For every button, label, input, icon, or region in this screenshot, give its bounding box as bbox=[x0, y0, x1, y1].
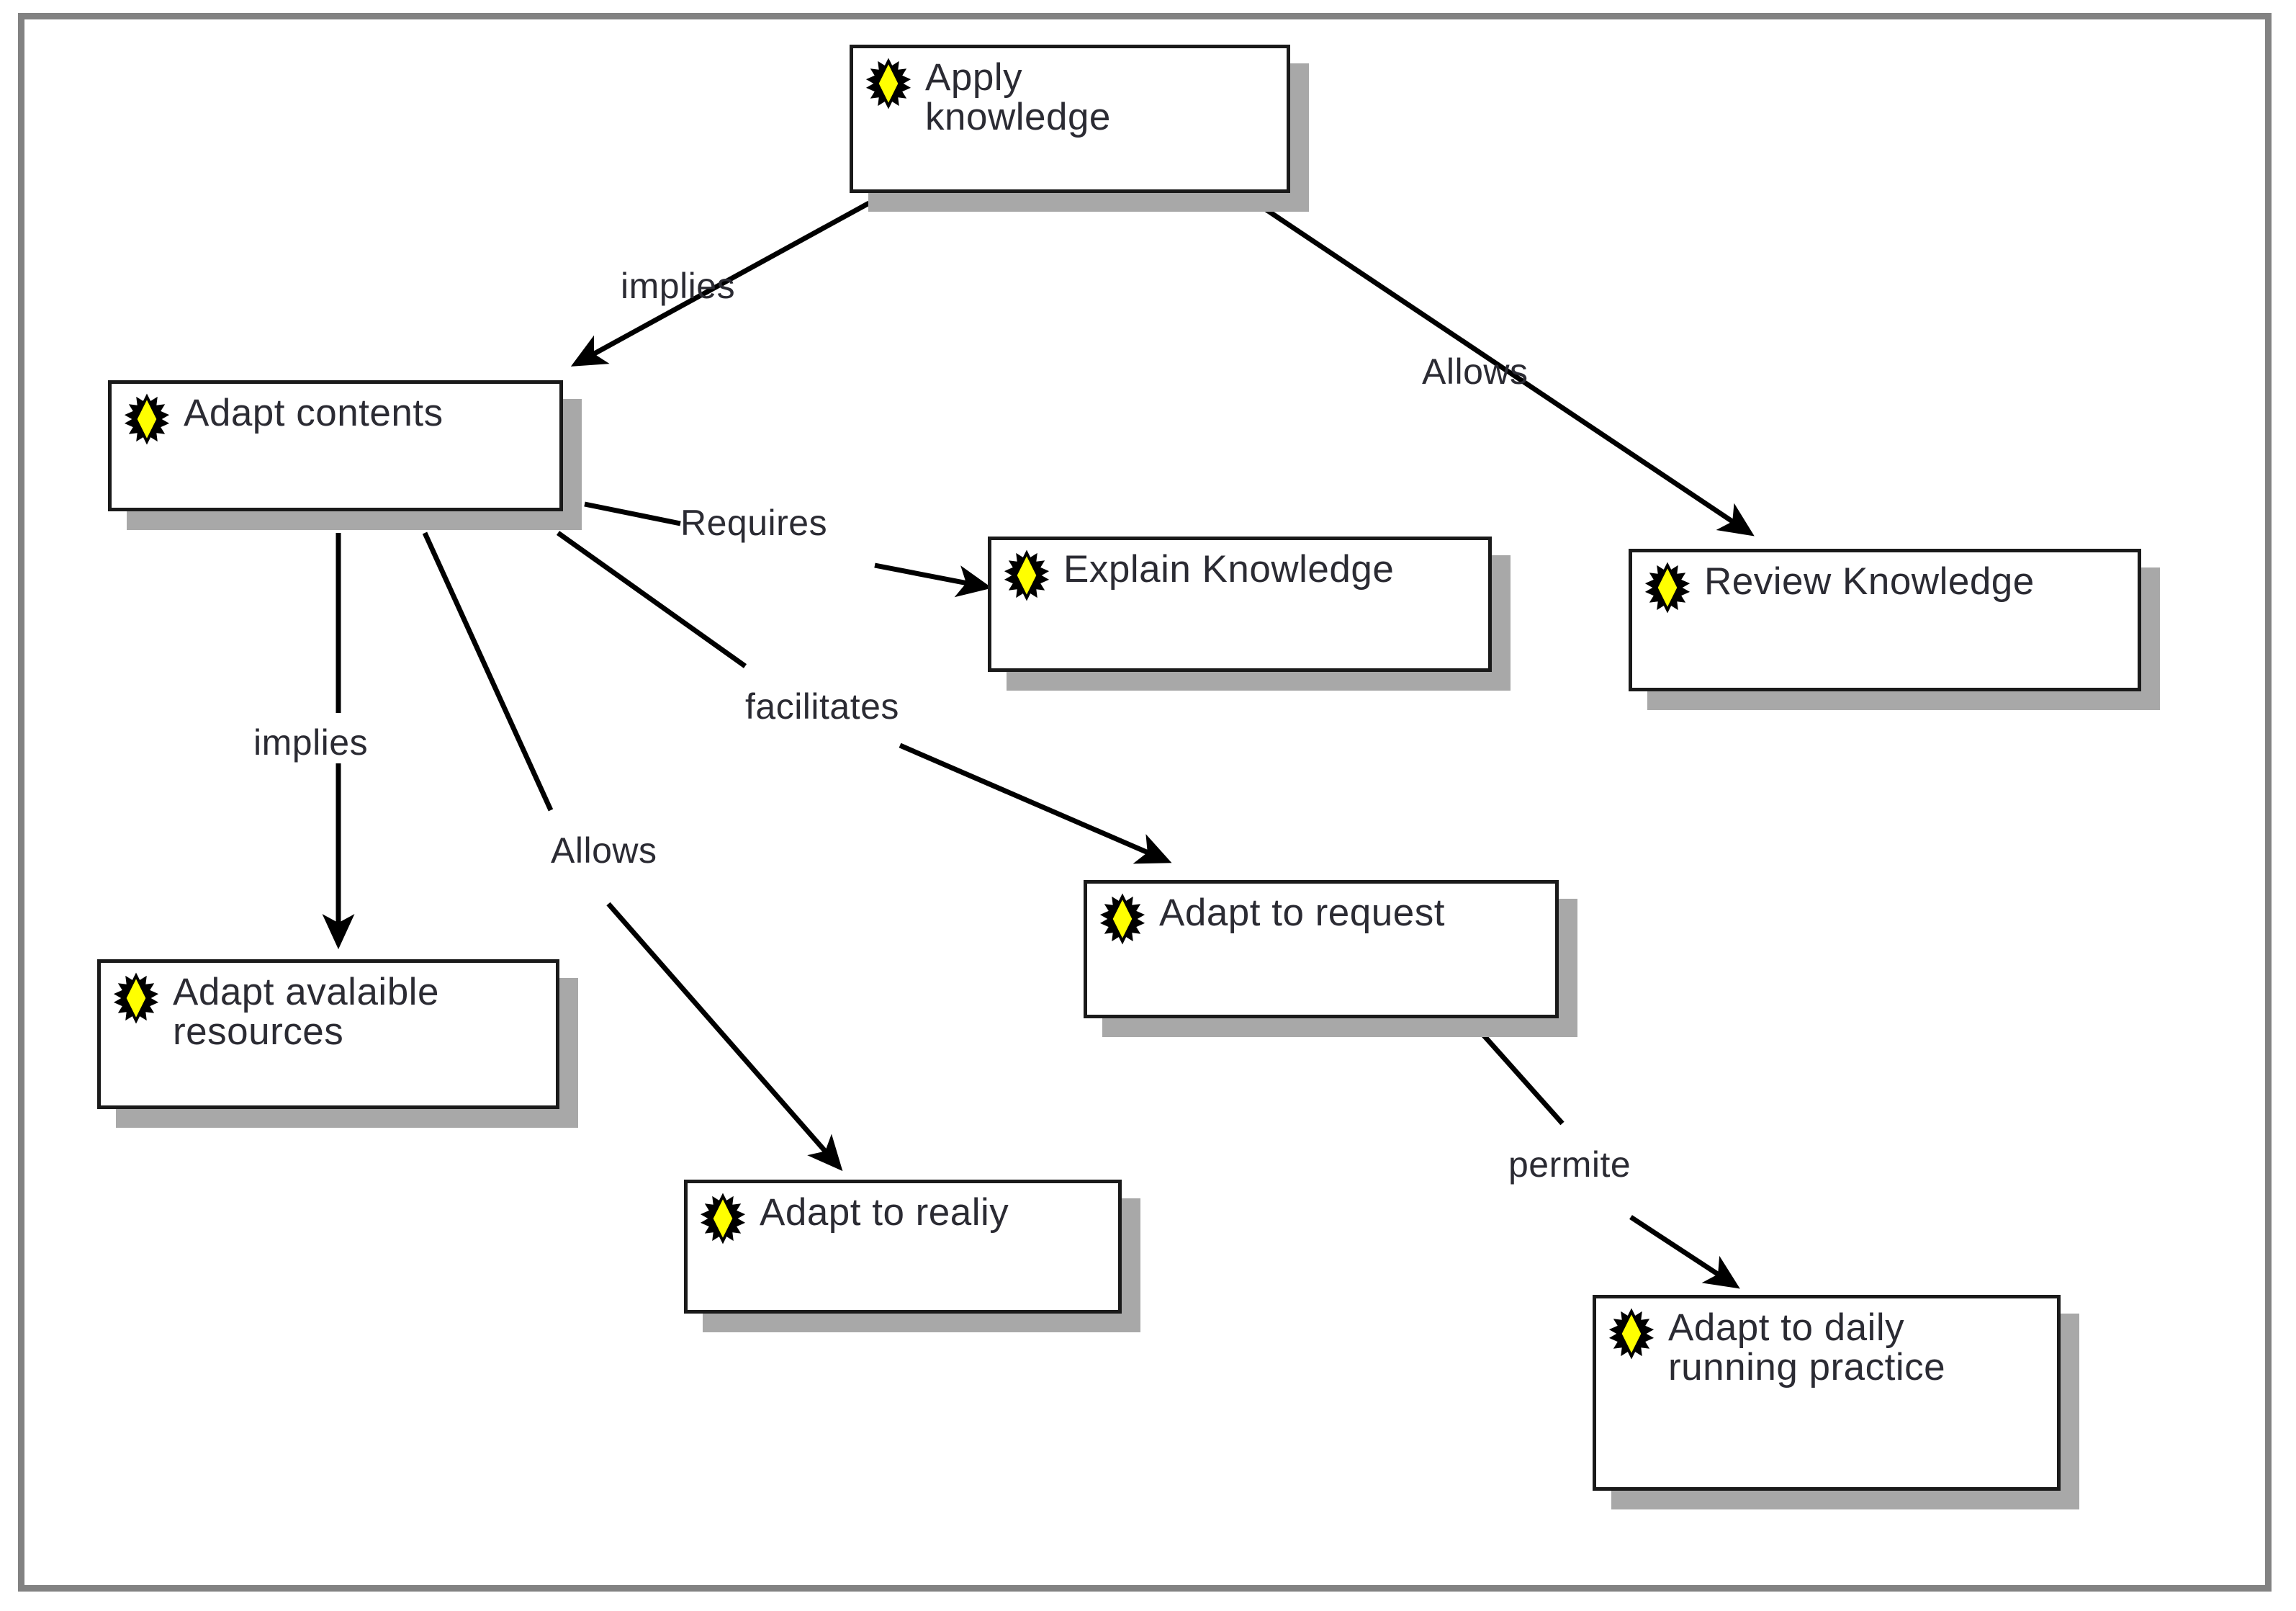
edge-label-allows-adapt-to-reality: Allows bbox=[551, 830, 657, 871]
node-apply-knowledge[interactable]: Apply knowledge bbox=[850, 45, 1290, 193]
edge-label-implies-adapt-contents: implies bbox=[621, 266, 736, 306]
edge-label-allows-review-knowledge: Allows bbox=[1422, 351, 1529, 392]
node-adapt-to-daily-running-practice-label: Adapt to daily running practice bbox=[1668, 1306, 1946, 1388]
yellow-starburst-icon bbox=[1099, 893, 1145, 945]
node-explain-knowledge-content: Explain Knowledge bbox=[1000, 547, 1478, 602]
edge-label-permite-adapt-daily: permite bbox=[1508, 1144, 1631, 1185]
node-explain-knowledge-label: Explain Knowledge bbox=[1063, 548, 1395, 591]
yellow-starburst-icon bbox=[1004, 549, 1050, 601]
yellow-starburst-icon bbox=[1608, 1308, 1655, 1360]
node-adapt-to-reality-content: Adapt to realiy bbox=[696, 1190, 1108, 1245]
node-adapt-to-daily-running-practice-content: Adapt to daily running practice bbox=[1605, 1306, 2047, 1387]
node-review-knowledge-content: Review Knowledge bbox=[1641, 560, 2128, 614]
node-adapt-contents-label: Adapt contents bbox=[184, 392, 444, 434]
yellow-starburst-icon bbox=[113, 972, 159, 1024]
node-adapt-avalaible-resources[interactable]: Adapt avalaible resources bbox=[97, 959, 559, 1109]
edge-label-implies-adapt-resources: implies bbox=[253, 722, 369, 763]
node-adapt-to-reality-label: Adapt to realiy bbox=[760, 1191, 1009, 1234]
node-adapt-to-reality[interactable]: Adapt to realiy bbox=[684, 1180, 1122, 1314]
node-apply-knowledge-content: Apply knowledge bbox=[862, 55, 1277, 137]
node-adapt-avalaible-resources-label: Adapt avalaible resources bbox=[173, 971, 439, 1053]
node-explain-knowledge[interactable]: Explain Knowledge bbox=[988, 537, 1492, 672]
edge-label-requires-explain-knowledge: Requires bbox=[680, 503, 828, 543]
node-adapt-to-request-label: Adapt to request bbox=[1159, 892, 1445, 934]
edge-label-facilitates-adapt-to-request: facilitates bbox=[745, 686, 899, 727]
node-review-knowledge-label: Review Knowledge bbox=[1704, 560, 2035, 603]
diagram-frame-border bbox=[18, 13, 2272, 1592]
node-adapt-to-request[interactable]: Adapt to request bbox=[1084, 880, 1559, 1018]
yellow-starburst-icon bbox=[700, 1193, 746, 1244]
node-apply-knowledge-label: Apply knowledge bbox=[925, 56, 1111, 138]
node-review-knowledge[interactable]: Review Knowledge bbox=[1629, 549, 2141, 691]
node-adapt-contents[interactable]: Adapt contents bbox=[108, 380, 563, 511]
node-adapt-to-daily-running-practice[interactable]: Adapt to daily running practice bbox=[1593, 1295, 2061, 1491]
node-adapt-contents-content: Adapt contents bbox=[120, 391, 549, 446]
node-adapt-to-request-content: Adapt to request bbox=[1096, 891, 1545, 946]
yellow-starburst-icon bbox=[1644, 562, 1691, 614]
yellow-starburst-icon bbox=[124, 393, 170, 445]
yellow-starburst-icon bbox=[865, 58, 911, 109]
node-adapt-avalaible-resources-content: Adapt avalaible resources bbox=[109, 970, 546, 1051]
